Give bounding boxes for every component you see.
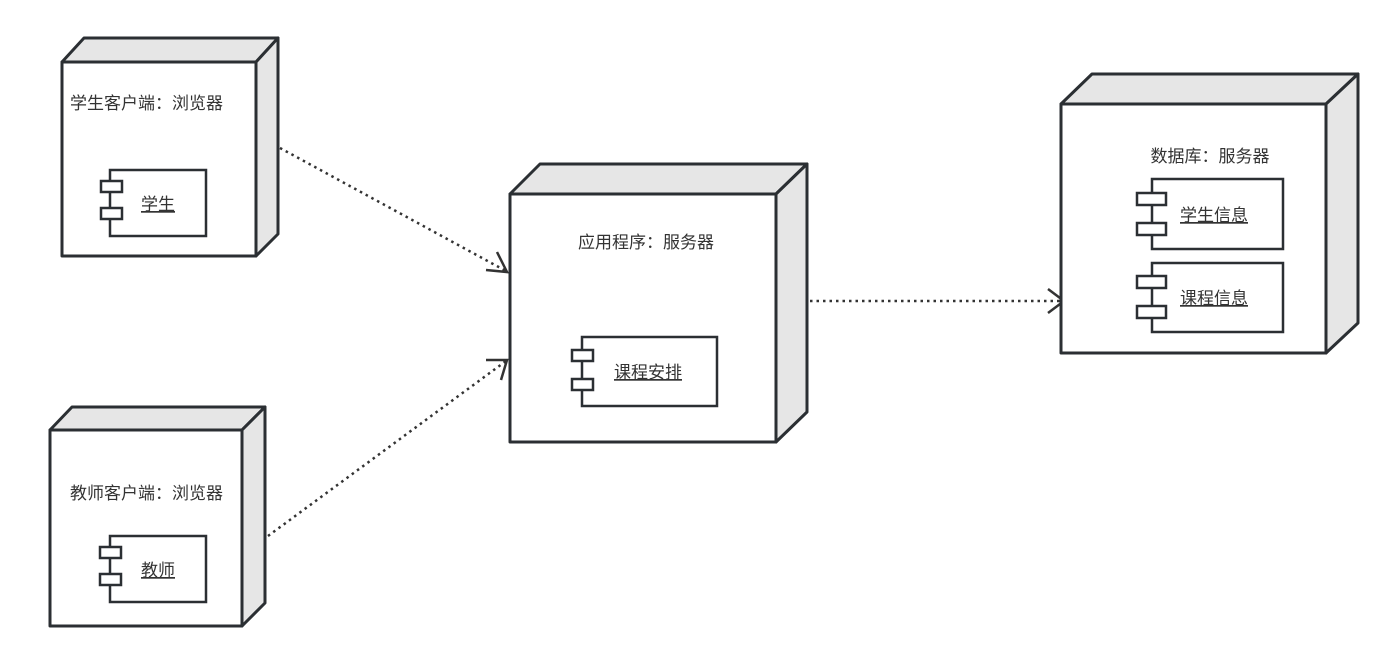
component-label: 课程信息 bbox=[1180, 289, 1248, 309]
node-label: 应用程序：服务器 bbox=[578, 233, 714, 253]
component-student[interactable]: 学生 bbox=[99, 168, 208, 238]
component-label: 课程安排 bbox=[614, 363, 682, 383]
node-app-server[interactable]: 应用程序：服务器 课程安排 bbox=[508, 162, 809, 444]
component-icon bbox=[570, 348, 595, 363]
component-teacher[interactable]: 教师 bbox=[98, 534, 208, 604]
component-icon bbox=[98, 545, 123, 560]
component-label: 教师 bbox=[141, 561, 175, 581]
node-student-client[interactable]: 学生客户端：浏览器 学生 bbox=[60, 36, 280, 258]
component-icon bbox=[99, 179, 124, 194]
component-icon bbox=[1135, 191, 1168, 207]
component-icon bbox=[1135, 274, 1168, 290]
node-label: 学生客户端：浏览器 bbox=[70, 94, 223, 114]
node-label: 教师客户端：浏览器 bbox=[70, 484, 223, 504]
node-db-server[interactable]: 数据库：服务器 学生信息 课程信息 bbox=[1059, 72, 1360, 355]
edge-student-to-app bbox=[279, 146, 510, 274]
component-label: 学生 bbox=[141, 195, 175, 215]
edge-app-to-db bbox=[810, 288, 1067, 314]
component-course-info[interactable]: 课程信息 bbox=[1135, 261, 1285, 334]
component-student-info[interactable]: 学生信息 bbox=[1135, 177, 1285, 251]
component-course-schedule[interactable]: 课程安排 bbox=[570, 335, 719, 408]
node-label: 数据库：服务器 bbox=[1151, 147, 1270, 167]
component-label: 学生信息 bbox=[1180, 206, 1248, 226]
node-teacher-client[interactable]: 教师客户端：浏览器 教师 bbox=[48, 405, 267, 628]
edge-teacher-to-app bbox=[267, 358, 509, 538]
